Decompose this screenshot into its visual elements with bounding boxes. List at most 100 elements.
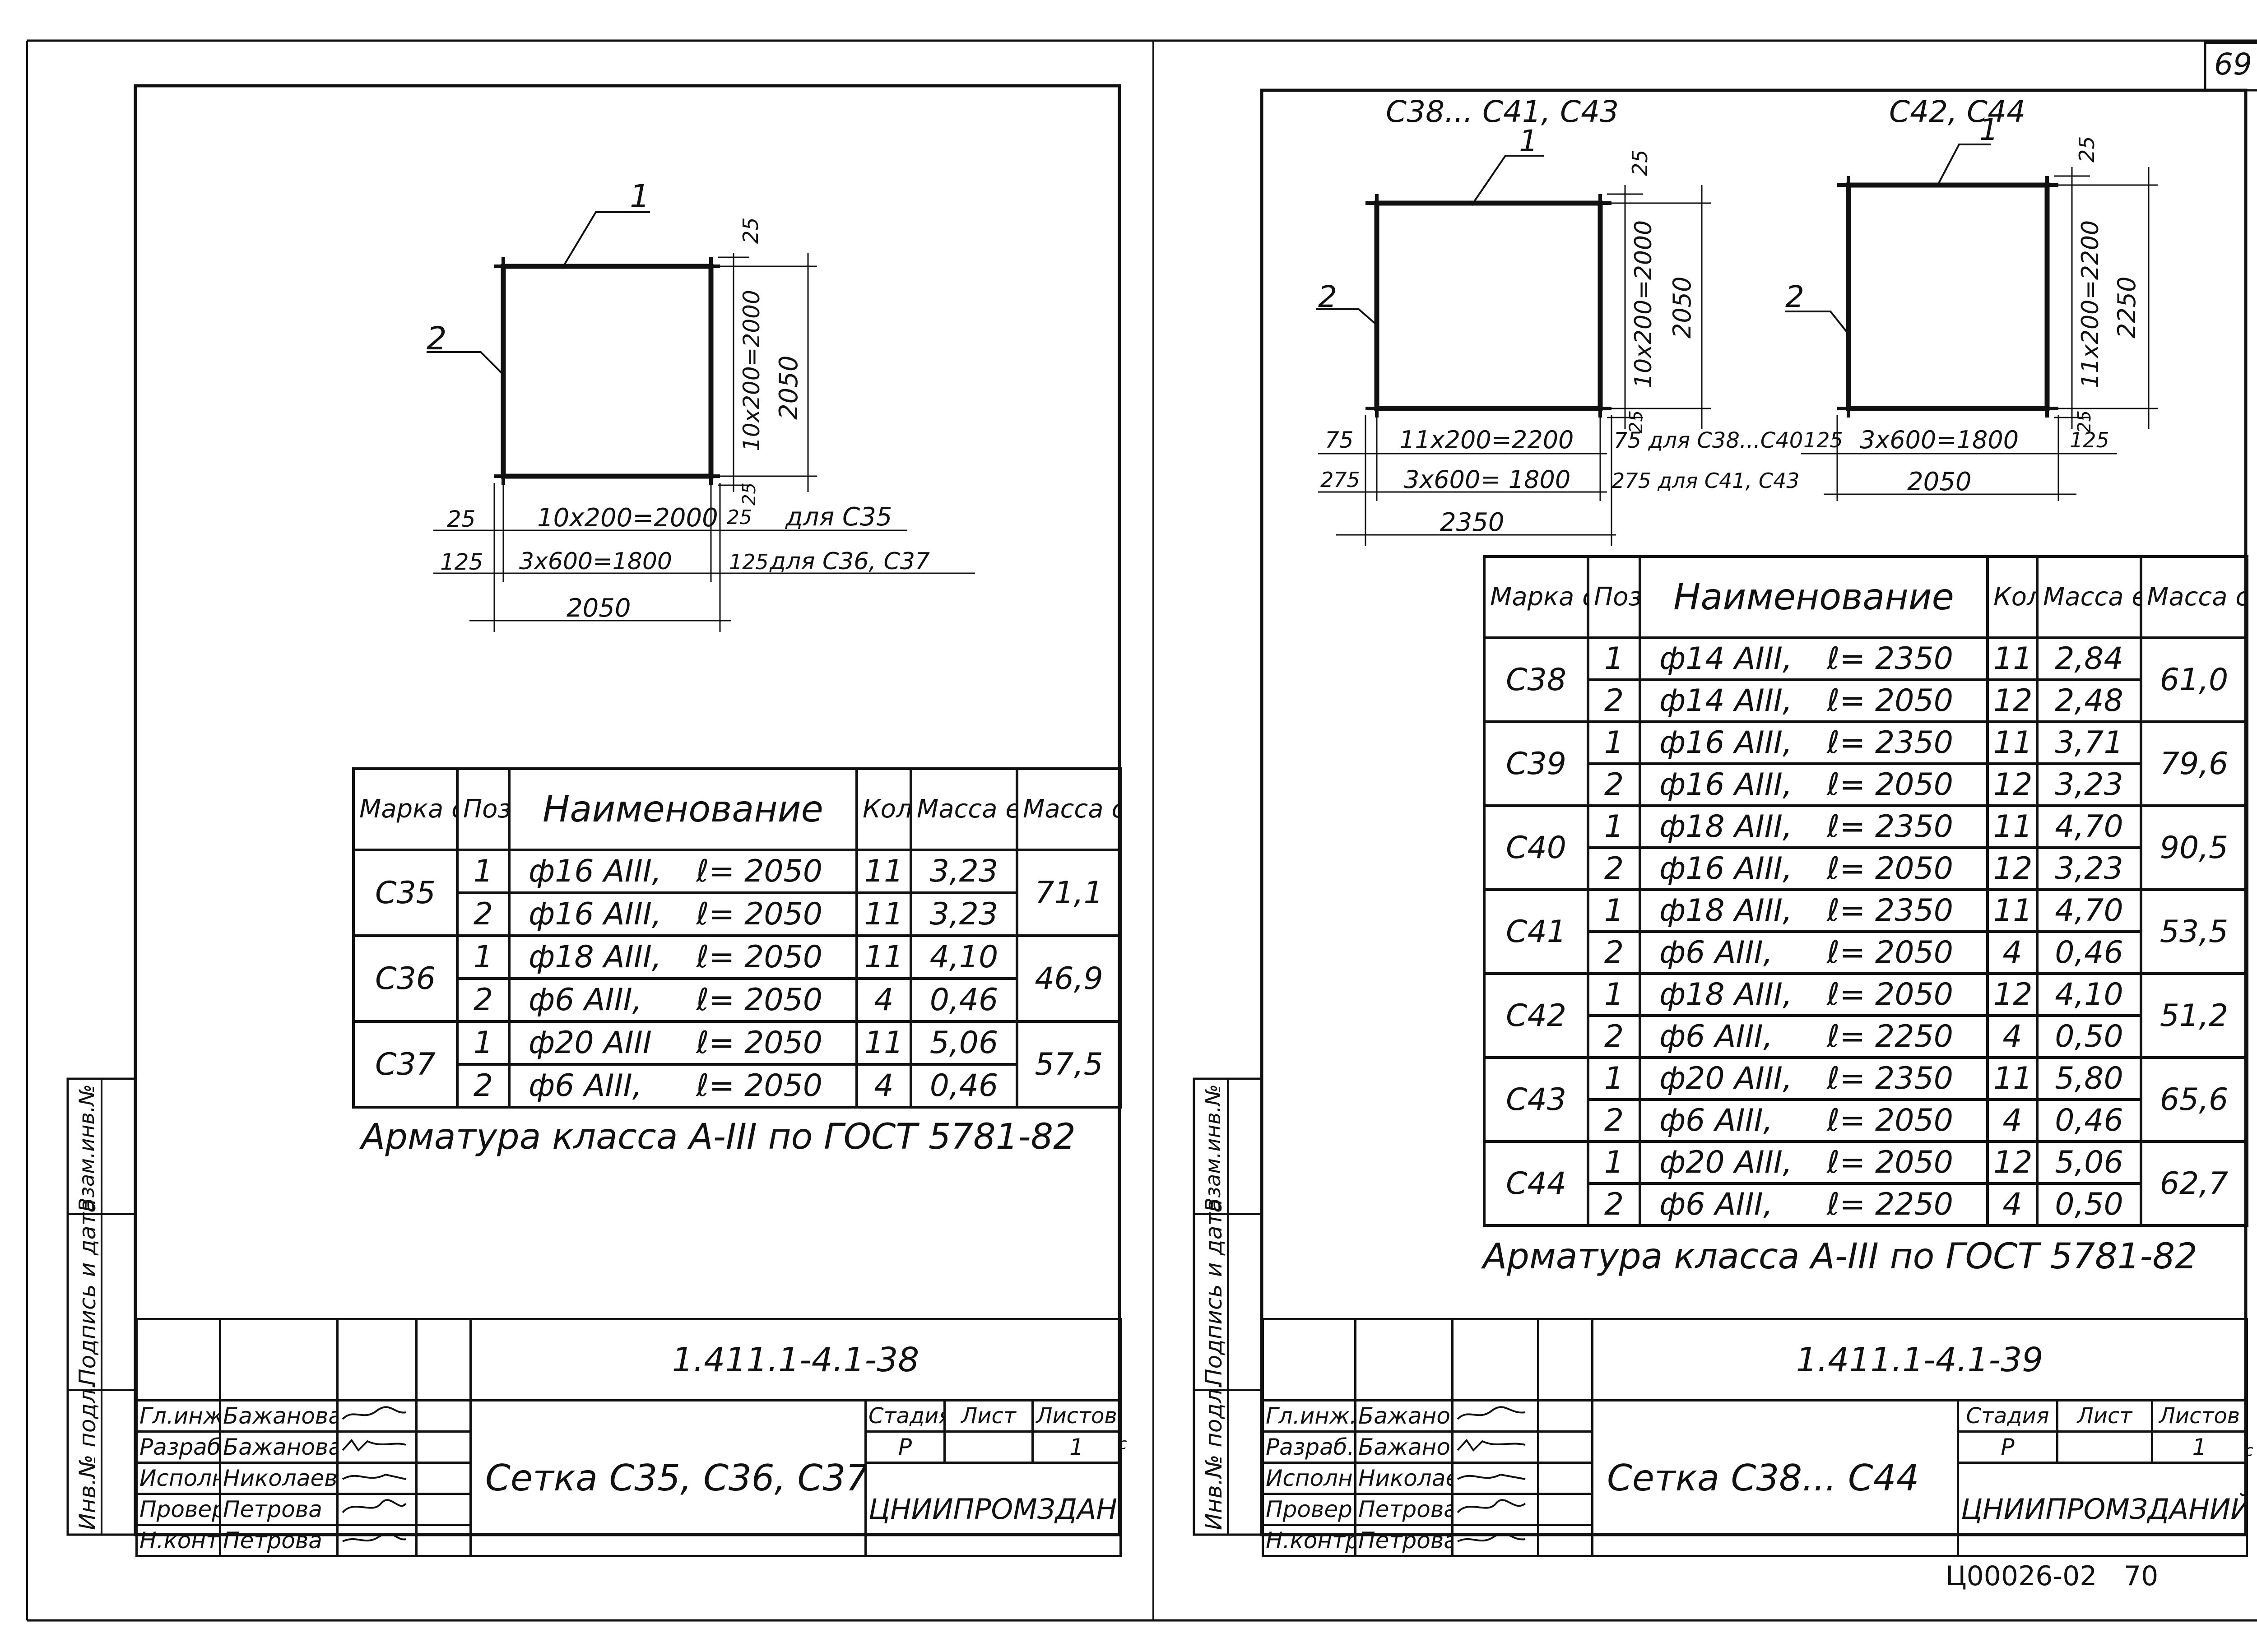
bar-length: ℓ= 2050 <box>696 939 823 975</box>
quantity: 11 <box>855 1020 912 1066</box>
quantity: 11 <box>1986 636 2039 681</box>
position: 1 <box>1587 1140 1641 1185</box>
svg-text:с: с <box>1119 1435 1127 1453</box>
bar-diameter: ф16 АIII, <box>529 854 662 889</box>
unit-mass: 0,50 <box>2036 1014 2142 1059</box>
bar-name: ф20 АIII,ℓ= 2350 <box>1639 1056 1989 1101</box>
stamp-name: Петрова <box>1354 1524 1454 1557</box>
sheets-value: 1 <box>2150 1430 2248 1464</box>
unit-mass: 0,50 <box>2036 1182 2142 1227</box>
bar-name: ф18 АIII,ℓ= 2350 <box>1639 888 1989 933</box>
right-a-pos1: 1 <box>1519 124 1538 158</box>
unit-mass: 5,06 <box>910 1020 1018 1066</box>
bar-length: ℓ= 2250 <box>1827 1187 1954 1222</box>
bar-diameter: ф6 АIII, <box>529 1068 642 1104</box>
quantity: 4 <box>1986 930 2039 975</box>
unit-mass: 0,46 <box>2036 1098 2142 1143</box>
bar-name: ф6 АIII,ℓ= 2050 <box>1639 930 1989 975</box>
quantity: 11 <box>1986 888 2039 933</box>
position: 1 <box>1587 1056 1641 1101</box>
stamp-role: Исполн. <box>135 1462 221 1495</box>
bar-length: ℓ= 2050 <box>696 896 823 932</box>
left-row1-mid: 10x200=2000 <box>537 503 718 533</box>
right-a-pos2: 2 <box>1318 279 1337 314</box>
bar-length: ℓ= 2050 <box>1827 935 1954 970</box>
mesh-mark: С39 <box>1483 720 1589 807</box>
bar-diameter: ф16 АIII, <box>1659 725 1793 761</box>
position: 2 <box>1587 1182 1641 1227</box>
right-b-row1-mid: 3x600=1800 <box>1860 426 2019 454</box>
bar-name: ф6 АIII,ℓ= 2250 <box>1639 1014 1989 1059</box>
bar-length: ℓ= 2350 <box>1827 809 1954 845</box>
bar-diameter: ф18 АIII, <box>529 939 662 975</box>
mesh-mark: С35 <box>352 849 459 937</box>
sidebar-inv-podl-right: Инв.№ подл. <box>1201 1381 1227 1530</box>
bar-diameter: ф18 АIII, <box>1659 977 1793 1012</box>
bar-diameter: ф16 АIII, <box>1659 851 1793 886</box>
mesh-mark: С42 <box>1483 972 1589 1059</box>
stamp-role: Провер. <box>135 1493 221 1526</box>
stamp-signature <box>1451 1524 1539 1557</box>
right-b-row1-right: 125 <box>2070 428 2109 452</box>
right-a-dim-vertical-inner: 10x200=2000 <box>1630 220 1657 388</box>
stage-value: Р <box>864 1430 946 1464</box>
left-dim-vertical-total: 2050 <box>774 355 803 420</box>
stage-label: Стадия <box>864 1399 946 1433</box>
unit-mass: 3,23 <box>2036 762 2142 807</box>
right-doc-code: 1.411.1-4.1-39 <box>1591 1318 2248 1401</box>
left-row2-left: 125 <box>440 549 483 575</box>
stamp-name: Петрова <box>219 1524 339 1557</box>
bar-length: ℓ= 2050 <box>1827 1103 1954 1138</box>
bar-length: ℓ= 2350 <box>1827 1061 1954 1096</box>
left-org: ЦНИИПРОМЗДАНИЙ <box>864 1462 1122 1557</box>
right-stamp-title: Сетка С38... С44 <box>1591 1399 1959 1557</box>
bar-name: ф6 АIII,ℓ= 2250 <box>1639 1182 1989 1227</box>
right-a-row1-right: 75 для С38...С40 <box>1614 428 1803 453</box>
bar-length: ℓ= 2050 <box>1827 1145 1954 1180</box>
bar-diameter: ф14 АIII, <box>1659 683 1793 719</box>
archive-page: 70 <box>2124 1560 2159 1592</box>
left-dim-25-top: 25 <box>738 217 763 244</box>
bar-length: ℓ= 2050 <box>696 982 823 1018</box>
bar-length: ℓ= 2350 <box>1827 893 1954 928</box>
stamp-signature <box>1451 1462 1539 1495</box>
right-note: Арматура класса А-III по ГОСТ 5781-82 <box>1483 1236 2197 1277</box>
bar-diameter: ф6 АIII, <box>1659 1103 1773 1138</box>
quantity: 12 <box>1986 972 2039 1017</box>
bar-diameter: ф16 АIII, <box>529 896 662 932</box>
position: 1 <box>456 934 511 980</box>
stamp-role: Н.контр. <box>1262 1524 1356 1557</box>
unit-mass: 4,10 <box>2036 972 2142 1017</box>
position: 2 <box>456 977 511 1023</box>
unit-mass: 4,70 <box>2036 804 2142 849</box>
stage-label: Стадия <box>1957 1399 2058 1433</box>
stamp-role: Исполн. <box>1262 1462 1356 1495</box>
position: 2 <box>1587 930 1641 975</box>
bar-name: ф16 АIII,ℓ= 2050 <box>1639 846 1989 891</box>
stamp-signature <box>1451 1493 1539 1526</box>
position: 2 <box>456 891 511 937</box>
bar-diameter: ф6 АIII, <box>529 982 642 1018</box>
bar-diameter: ф20 АIII, <box>1659 1145 1793 1180</box>
bar-length: ℓ= 2050 <box>1827 767 1954 803</box>
unit-mass: 3,71 <box>2036 720 2142 765</box>
bar-diameter: ф20 АIII <box>529 1025 652 1061</box>
archive-code: Ц00026-02 <box>1946 1560 2097 1592</box>
quantity: 4 <box>1986 1014 2039 1059</box>
stamp-name: Петрова <box>1354 1493 1454 1526</box>
stamp-role: Разраб. <box>1262 1430 1356 1464</box>
unit-mass: 3,23 <box>2036 846 2142 891</box>
quantity: 12 <box>1986 846 2039 891</box>
stamp-signature <box>336 1493 418 1526</box>
table-header: Марка сетки <box>352 767 459 851</box>
page-number: 69 <box>2214 47 2252 82</box>
right-a-row2-left: 275 <box>1320 468 1360 492</box>
